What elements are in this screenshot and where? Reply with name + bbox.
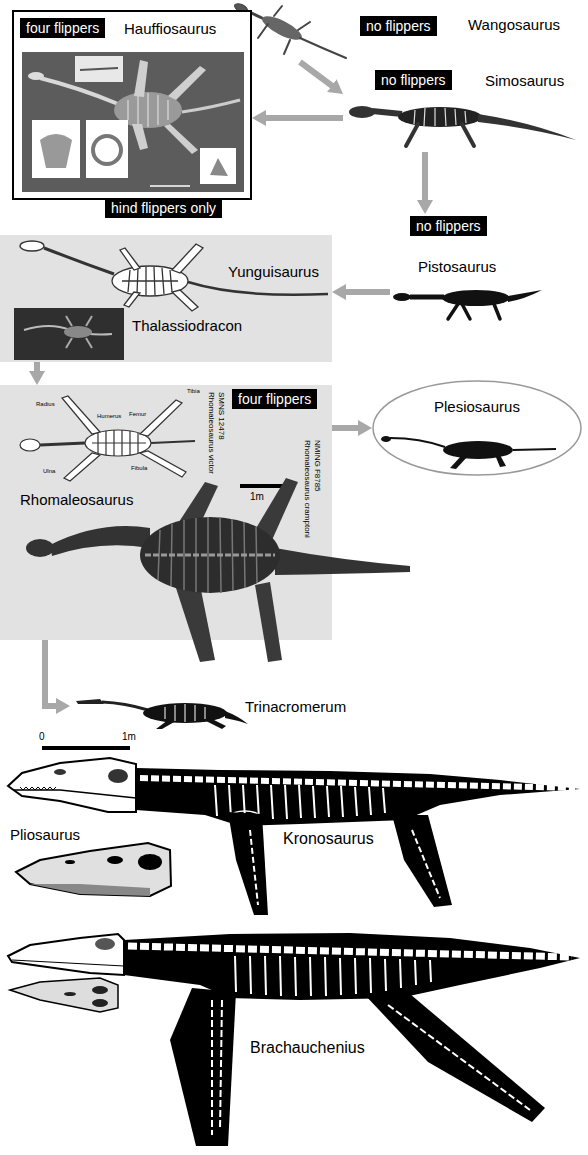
figure-part bbox=[8, 758, 136, 812]
specimen-label: SMNS 12478 bbox=[216, 392, 226, 440]
figure-part bbox=[140, 778, 575, 788]
figure-label: Humerus bbox=[96, 413, 122, 420]
tag-text: no flippers bbox=[381, 72, 446, 88]
flipper-tag: no flippers bbox=[360, 16, 437, 36]
lineage-arrow bbox=[422, 152, 428, 201]
skeleton-figure bbox=[14, 241, 328, 360]
skeleton-figure bbox=[349, 106, 576, 146]
flipper-tag: no flippers bbox=[410, 216, 487, 236]
figure-part bbox=[250, 830, 258, 905]
tag-text: hind flippers only bbox=[111, 200, 216, 216]
figure-part bbox=[12, 960, 124, 966]
figure-part bbox=[64, 992, 76, 996]
taxon-name: Pistosaurus bbox=[418, 258, 496, 275]
figure-part bbox=[136, 768, 580, 826]
taxon-group: Wangosaurus no flippers bbox=[230, 2, 582, 62]
skeleton-figure bbox=[22, 52, 244, 192]
taxon-group: Simosaurus no flippers bbox=[343, 68, 585, 152]
figure-label: Femur bbox=[128, 411, 147, 418]
specimen-label: Rhomaleosaurus victor bbox=[206, 392, 216, 474]
lineage-arrow bbox=[45, 640, 57, 706]
figure-part bbox=[228, 812, 268, 915]
figure-label: Ulna bbox=[42, 468, 56, 475]
figure-part bbox=[215, 785, 385, 819]
figure-part bbox=[92, 986, 108, 994]
lineage-arrow bbox=[332, 425, 359, 431]
taxon-name: Simosaurus bbox=[485, 72, 564, 89]
figure-label: Kronosaurus bbox=[283, 829, 374, 848]
tag-text: four flippers bbox=[26, 20, 99, 36]
flipper-tag: four flippers bbox=[20, 18, 105, 38]
clade-band: YunguisaurusThalassiodracon bbox=[0, 235, 332, 362]
tag-text: four flippers bbox=[238, 391, 311, 407]
figure-part bbox=[212, 1000, 222, 1135]
skeleton-art bbox=[0, 235, 332, 362]
figure-part bbox=[14, 790, 136, 798]
figure-part bbox=[108, 769, 128, 783]
clade-ellipse: Plesiosaurus bbox=[372, 380, 582, 476]
figure-part bbox=[124, 933, 580, 1000]
figure-label: Brachauchenius bbox=[250, 1038, 365, 1057]
figure-label: 0 bbox=[39, 731, 45, 743]
figure-label: Radius bbox=[35, 401, 56, 408]
figure-part bbox=[20, 787, 56, 790]
taxon-name: Wangosaurus bbox=[468, 16, 560, 33]
figure-part bbox=[365, 994, 545, 1122]
skeleton-art bbox=[0, 385, 332, 640]
taxon-name: Rhomaleosaurus bbox=[20, 491, 133, 508]
specimen-label: Rhomaleosaurus cramptoni bbox=[302, 440, 312, 538]
figure-part bbox=[388, 1005, 530, 1110]
figure-part bbox=[235, 956, 431, 996]
figure-part bbox=[107, 856, 123, 864]
taxon-group: Trinacromerum bbox=[70, 686, 390, 730]
figure-part bbox=[16, 843, 171, 896]
flipper-tag: hind flippers only bbox=[105, 198, 222, 218]
skeleton-art bbox=[12, 10, 252, 200]
clade-band: Rhomaleosaurus four flippers bbox=[0, 385, 332, 640]
tag-text: no flippers bbox=[366, 18, 431, 34]
lineage-arrow bbox=[34, 362, 40, 372]
figure-part bbox=[30, 884, 150, 896]
lineage-arrow bbox=[265, 115, 343, 121]
figure-part bbox=[412, 830, 440, 898]
figure-part bbox=[128, 946, 572, 957]
taxon-name: Trinacromerum bbox=[245, 698, 346, 715]
figure-part bbox=[170, 988, 236, 1146]
figure-label: Tibia bbox=[186, 388, 201, 395]
skeleton-figure bbox=[381, 436, 556, 469]
taxon-name: Hauffiosaurus bbox=[124, 20, 216, 37]
flipper-tag: four flippers bbox=[232, 389, 317, 409]
skeleton-figure bbox=[76, 699, 248, 729]
figure-part bbox=[65, 860, 75, 864]
figure-part bbox=[231, 811, 259, 821]
figure-part bbox=[54, 769, 66, 775]
skeleton-figure bbox=[393, 290, 542, 319]
tag-text: no flippers bbox=[416, 218, 481, 234]
taxon-name: Yunguisaurus bbox=[228, 263, 319, 280]
figure-part bbox=[8, 934, 124, 975]
clade-outline bbox=[373, 381, 581, 475]
figure-part bbox=[392, 815, 452, 907]
taxon-group: Pistosaurus no flippers bbox=[390, 214, 565, 324]
lineage-arrow bbox=[300, 62, 333, 86]
figure-part bbox=[10, 978, 118, 1012]
figure-label: 1m bbox=[122, 731, 136, 743]
taxon-name: Thalassiodracon bbox=[132, 317, 242, 334]
specimen-label: NMING F8785 bbox=[312, 440, 322, 492]
lineage-arrow bbox=[345, 289, 390, 295]
figure-part bbox=[42, 746, 130, 750]
figure-label: 1m bbox=[250, 491, 264, 503]
figure-part bbox=[95, 938, 115, 950]
figure-label: Fibula bbox=[130, 465, 148, 472]
figure-part bbox=[92, 999, 108, 1007]
figure-label: Pliosaurus bbox=[10, 826, 80, 844]
image-box: Hauffiosaurus four flippers bbox=[12, 10, 252, 200]
flipper-tag: no flippers bbox=[375, 70, 452, 90]
figure-part bbox=[138, 854, 162, 870]
taxon-name: Plesiosaurus bbox=[434, 398, 520, 415]
skeleton-art bbox=[372, 380, 582, 476]
skeleton-art bbox=[8, 746, 580, 1146]
